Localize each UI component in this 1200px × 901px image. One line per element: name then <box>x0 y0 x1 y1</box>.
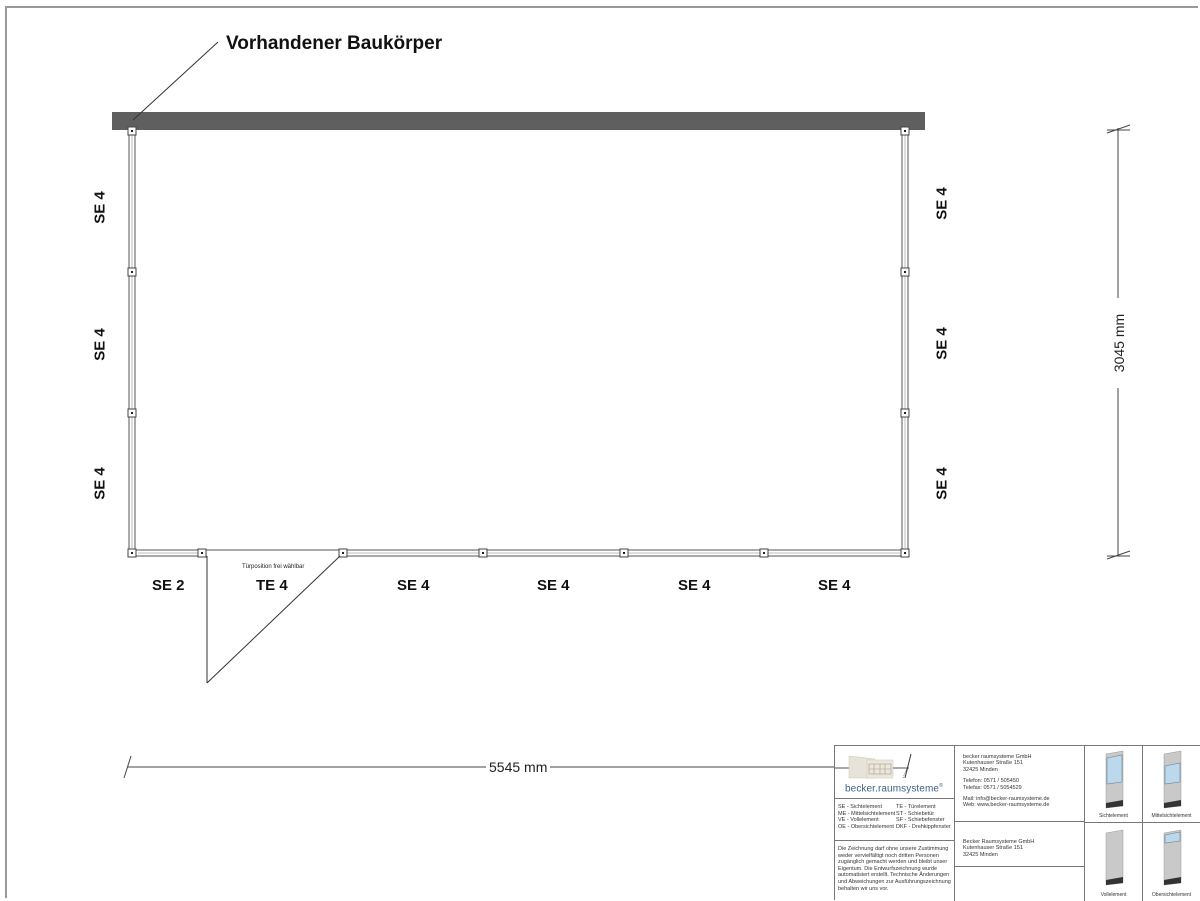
element-type-mid-sight: Mittelsichtelement <box>1143 746 1200 823</box>
existing-building-wall <box>112 112 925 130</box>
front-element-label: TE 4 <box>256 577 288 594</box>
legend-item: SF - Schiebefenster <box>896 817 945 824</box>
door-swing <box>206 555 341 684</box>
width-dimension-label: 5545 mm <box>486 759 551 775</box>
element-type-full: Vollelement <box>1085 823 1143 901</box>
sight-element-icon <box>1105 750 1124 809</box>
full-element-icon <box>1105 829 1124 886</box>
left-wall <box>128 130 136 556</box>
legend-item: TE - Türelement <box>896 804 936 810</box>
label-leader-line <box>132 41 219 121</box>
abbreviation-legend: SE - Sichtelement TE - Türelement ME - M… <box>835 799 955 841</box>
element-type-sight: Sichtelement <box>1085 746 1143 823</box>
legend-item: SE - Sichtelement <box>838 804 883 810</box>
front-element-label: SE 4 <box>818 577 851 594</box>
left-element-label: SE 4 <box>91 191 109 224</box>
front-element-label: SE 4 <box>678 577 711 594</box>
blank-cell <box>955 867 1085 901</box>
email: Mail: info@becker-raumsysteme.de <box>963 796 1050 803</box>
front-element-label: SE 2 <box>152 577 185 594</box>
front-element-label: SE 4 <box>537 577 570 594</box>
mid-sight-element-icon <box>1163 750 1182 809</box>
element-type-top-sight: Obersichtelement <box>1143 823 1200 901</box>
right-element-label: SE 4 <box>933 327 951 360</box>
left-element-label: SE 4 <box>91 467 109 500</box>
top-sight-element-icon <box>1163 829 1182 886</box>
page-frame <box>5 6 1198 898</box>
logo-text: becker.raumsysteme® <box>845 783 943 795</box>
right-element-label: SE 4 <box>933 187 951 220</box>
legend-item: VE - Vollelement <box>838 817 879 824</box>
copyright-notice: Die Zeichnung darf ohne unsere Zustimmun… <box>835 841 955 901</box>
website: Web: www.becker-raumsysteme.de <box>963 802 1050 809</box>
legend-item: DKF - Drehkippfenster <box>896 824 951 831</box>
title-block: becker.raumsysteme® SE - Sichtelement TE… <box>834 745 1200 901</box>
joint-connectors <box>127 126 910 558</box>
company-logo: becker.raumsysteme® <box>835 746 955 799</box>
phone: Telefon: 0571 / 505450 <box>963 778 1019 785</box>
left-element-label: SE 4 <box>91 328 109 361</box>
logo-building-icon <box>835 753 912 779</box>
right-wall <box>901 130 909 556</box>
legend-item: OE - Obersichtelement <box>838 824 894 831</box>
company-address: becker raumsysteme GmbH Kutenhauser Stra… <box>955 746 1085 822</box>
door-position-note: Türposition frei wählbar <box>242 564 305 570</box>
depth-dimension-label: 3045 mm <box>1111 298 1127 388</box>
fax: Telefax: 0571 / 5054529 <box>963 784 1022 791</box>
legend-item: ME - Mittelsichtelement <box>838 810 896 817</box>
existing-building-label: Vorhandener Baukörper <box>226 33 443 54</box>
legend-item: ST - Schiebetür <box>896 810 935 817</box>
right-element-label: SE 4 <box>933 467 951 500</box>
customer-address: Becker Raumsysteme GmbH Kutenhauser Stra… <box>955 822 1085 867</box>
front-element-label: SE 4 <box>397 577 430 594</box>
